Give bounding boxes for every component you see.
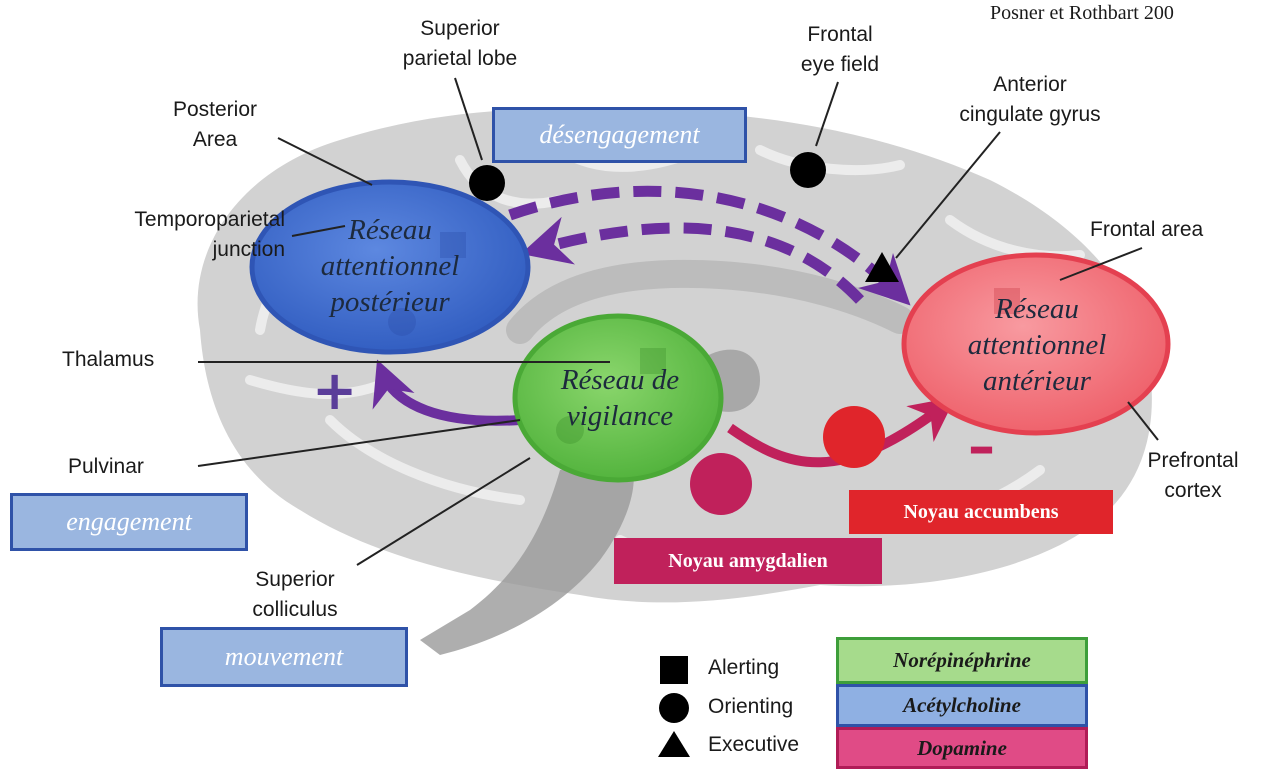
- legend-circle-icon: [659, 693, 689, 723]
- minus-sign: –: [968, 415, 995, 478]
- leader-lines: [197, 77, 1159, 566]
- legend-executive-label: Executive: [708, 733, 800, 756]
- accumbens-marker: [823, 406, 885, 468]
- vigilance-network-oval: [512, 313, 724, 483]
- vigilance-to-posterior-arrow: [372, 359, 521, 426]
- label-frontal-eye-field: Frontal eye field: [800, 23, 880, 76]
- label-superior-colliculus: Superior colliculus: [252, 568, 338, 621]
- plus-sign: +: [312, 359, 358, 422]
- label-posterior-area: Posterior Area: [172, 98, 258, 151]
- label-frontal-area: Frontal area: [1090, 218, 1204, 241]
- label-prefrontal-cortex: Prefrontal cortex: [1147, 449, 1239, 502]
- legend-acetylcholine: Acétylcholine: [836, 684, 1088, 727]
- vigilance-to-anterior-arrow: [727, 396, 956, 468]
- anterior-network-label: Réseau attentionnel antérieur: [967, 293, 1107, 397]
- disengagement-box: désengagement: [492, 107, 747, 163]
- engagement-box: engagement: [10, 493, 248, 551]
- label-temporoparietal-junction: Temporoparietal junction: [134, 208, 285, 261]
- amygdala-box: Noyau amygdalien: [614, 538, 882, 584]
- disengagement-arrows: [508, 185, 911, 306]
- superior-parietal-lobe-marker: [469, 165, 505, 201]
- legend-norepinephrine: Norépinéphrine: [836, 637, 1088, 684]
- legend-triangle-icon: [658, 731, 690, 757]
- vigilance-network-label: Réseau de vigilance: [560, 364, 680, 432]
- legend-alerting-label: Alerting: [708, 656, 780, 679]
- frontal-eye-field-marker: [790, 152, 826, 188]
- posterior-network-label: Réseau attentionnel postérieur: [320, 214, 460, 318]
- source-credit: Posner et Rothbart 200: [990, 2, 1174, 24]
- legend-square-icon: [660, 656, 688, 684]
- label-superior-parietal-lobe: Superior parietal lobe: [402, 17, 518, 70]
- label-thalamus: Thalamus: [62, 348, 155, 371]
- label-anterior-cingulate-gyrus: Anterior cingulate gyrus: [959, 73, 1101, 126]
- posterior-network-oval: [249, 179, 531, 355]
- amygdala-marker: [690, 453, 752, 515]
- anterior-cingulate-marker: [865, 252, 899, 282]
- label-pulvinar: Pulvinar: [68, 455, 144, 478]
- accumbens-box: Noyau accumbens: [849, 490, 1113, 534]
- legend-dopamine: Dopamine: [836, 727, 1088, 769]
- movement-box: mouvement: [160, 627, 408, 687]
- anterior-network-oval: [901, 252, 1171, 436]
- legend-orienting-label: Orienting: [708, 695, 794, 718]
